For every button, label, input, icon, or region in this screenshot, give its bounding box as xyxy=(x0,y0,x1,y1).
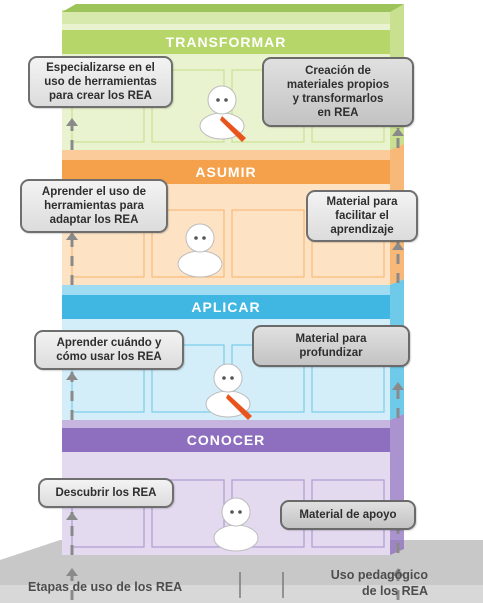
figure-transformar-eye-right xyxy=(224,98,228,102)
bubble-conocer-left-text: Descubrir los REA xyxy=(55,487,157,499)
bubble-conocer-left: Descubrir los REA xyxy=(38,478,174,508)
figure-asumir-head xyxy=(185,223,215,253)
left-arrow-aplicar-head xyxy=(66,372,78,380)
figure-conocer-head xyxy=(221,497,251,527)
level-banner-aplicar: APLICAR xyxy=(62,295,390,319)
bubble-aplicar-left-text: Aprender cuándo y cómo usar los REA xyxy=(56,337,162,363)
pedagogical-use-label: Uso pedagógico de los REA xyxy=(330,568,428,598)
left-arrow-base-head xyxy=(66,568,78,576)
figure-conocer-body xyxy=(213,524,259,552)
level-banner-conocer: CONOCER xyxy=(62,428,390,452)
bubble-asumir-right-text: Material para facilitar el aprendizaje xyxy=(326,196,398,236)
figure-transformar-head xyxy=(207,85,237,115)
bubble-transformar-left: Especializarse en el uso de herramientas… xyxy=(28,56,173,108)
figure-asumir-eye-right xyxy=(202,236,206,240)
figure-conocer-eye-right xyxy=(238,510,242,514)
figure-aplicar-eye-right xyxy=(230,376,234,380)
floor-tint-transformar xyxy=(62,10,390,24)
figure-asumir-eye-left xyxy=(194,236,198,240)
bubble-aplicar-left: Aprender cuándo y cómo usar los REA xyxy=(34,330,184,370)
right-arrow-base-head xyxy=(392,568,404,576)
bubble-conocer-right: Material de apoyo xyxy=(280,500,416,530)
figure-aplicar-tie xyxy=(226,394,252,420)
bubble-asumir-left: Aprender el uso de herramientas para ada… xyxy=(20,179,168,233)
ground-front xyxy=(0,585,483,603)
bubble-transformar-right: Creación de materiales propios y transfo… xyxy=(262,57,414,127)
left-arrow-conocer-head xyxy=(66,512,78,520)
bubble-aplicar-right-text: Material para profundizar xyxy=(295,333,367,359)
left-arrow-asumir-head xyxy=(66,232,78,240)
right-arrow-asumir-head xyxy=(392,242,404,250)
window-asumir-3 xyxy=(231,209,305,278)
bubble-asumir-left-text: Aprender el uso de herramientas para ada… xyxy=(41,186,147,226)
roof-top xyxy=(62,4,404,12)
bubble-transformar-right-text: Creación de materiales propios y transfo… xyxy=(286,65,390,119)
bubble-aplicar-right: Material para profundizar xyxy=(252,325,410,367)
window-asumir-2 xyxy=(151,209,225,278)
figure-conocer-eye-left xyxy=(230,510,234,514)
figure-transformar-eye-left xyxy=(216,98,220,102)
stages-label: Etapas de uso de los REA xyxy=(28,580,183,594)
bubble-asumir-right: Material para facilitar el aprendizaje xyxy=(306,190,418,242)
bubble-transformar-left-text: Especializarse en el uso de herramientas… xyxy=(44,62,157,102)
right-arrow-aplicar-head xyxy=(392,382,404,390)
right-arrow-transformar-head xyxy=(392,128,404,136)
figure-transformar-tie xyxy=(220,116,246,142)
figure-aplicar-head xyxy=(213,363,243,393)
figure-asumir-body xyxy=(177,250,223,278)
figure-aplicar-eye-left xyxy=(222,376,226,380)
level-banner-transformar: TRANSFORMAR xyxy=(62,30,390,54)
left-arrow-transformar-head xyxy=(66,118,78,126)
bubble-conocer-right-text: Material de apoyo xyxy=(299,509,397,521)
